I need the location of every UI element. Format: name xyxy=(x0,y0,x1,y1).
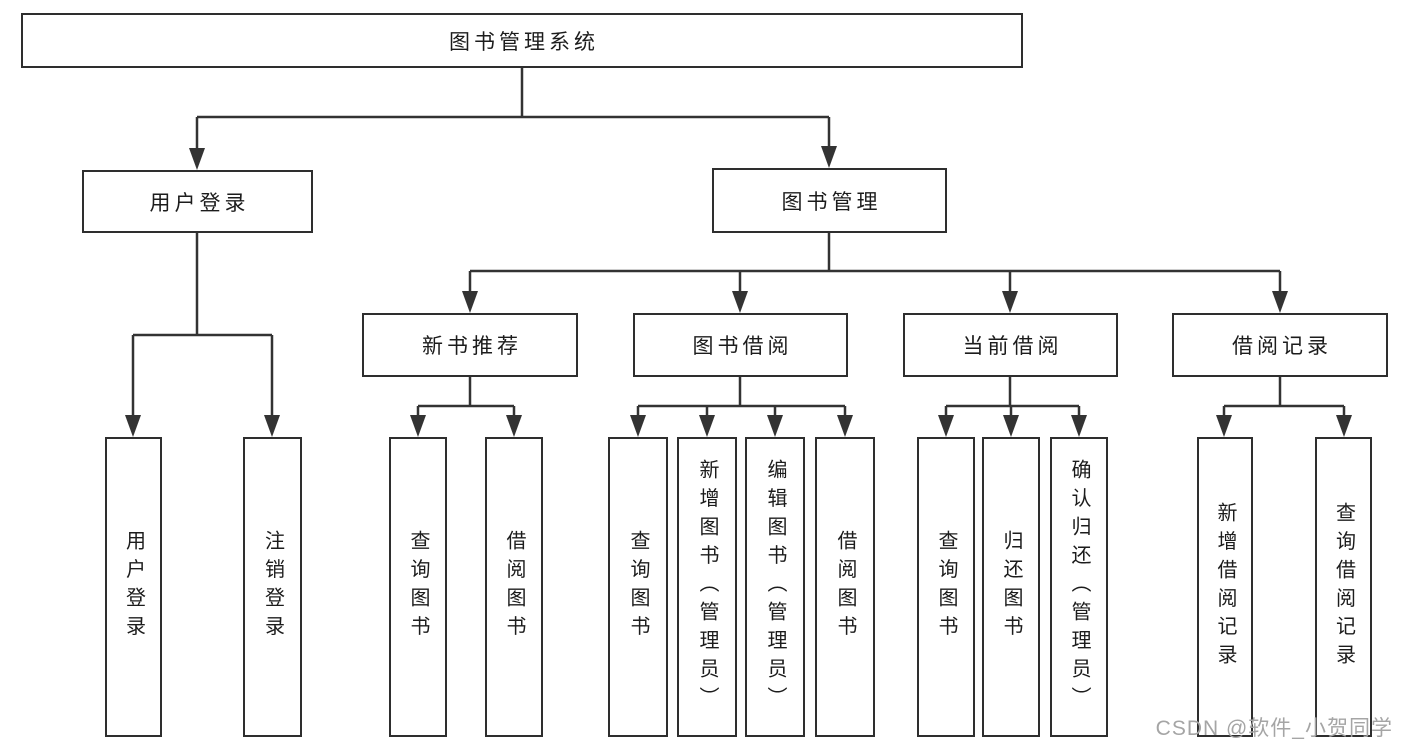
leaf-add-borrow-record: 新增借阅记录 xyxy=(1197,437,1253,737)
node-book-management: 图书管理 xyxy=(712,168,947,233)
leaf-add-books-admin: 新增图书（管理员） xyxy=(677,437,737,737)
arrowheads xyxy=(125,146,1352,437)
leaf-query-borrow-record: 查询借阅记录 xyxy=(1315,437,1372,737)
leaf-return-books: 归还图书 xyxy=(982,437,1040,737)
leaf-logout: 注销登录 xyxy=(243,437,302,737)
leaf-query-books-current: 查询图书 xyxy=(917,437,975,737)
csdn-watermark: CSDN @软件_小贺同学 xyxy=(1155,717,1393,740)
node-current-borrowing: 当前借阅 xyxy=(903,313,1118,377)
leaf-query-books-borrow: 查询图书 xyxy=(608,437,668,737)
leaf-borrow-books-recommend: 借阅图书 xyxy=(485,437,543,737)
leaf-edit-books-admin: 编辑图书（管理员） xyxy=(745,437,805,737)
node-root-library-system: 图书管理系统 xyxy=(21,13,1023,68)
leaf-query-books-recommend: 查询图书 xyxy=(389,437,447,737)
node-borrowing-records: 借阅记录 xyxy=(1172,313,1388,377)
leaf-user-login: 用户登录 xyxy=(105,437,162,737)
node-user-login: 用户登录 xyxy=(82,170,313,233)
node-book-borrowing: 图书借阅 xyxy=(633,313,848,377)
leaf-confirm-return-admin: 确认归还（管理员） xyxy=(1050,437,1108,737)
node-new-book-recommend: 新书推荐 xyxy=(362,313,578,377)
leaf-borrow-books: 借阅图书 xyxy=(815,437,875,737)
